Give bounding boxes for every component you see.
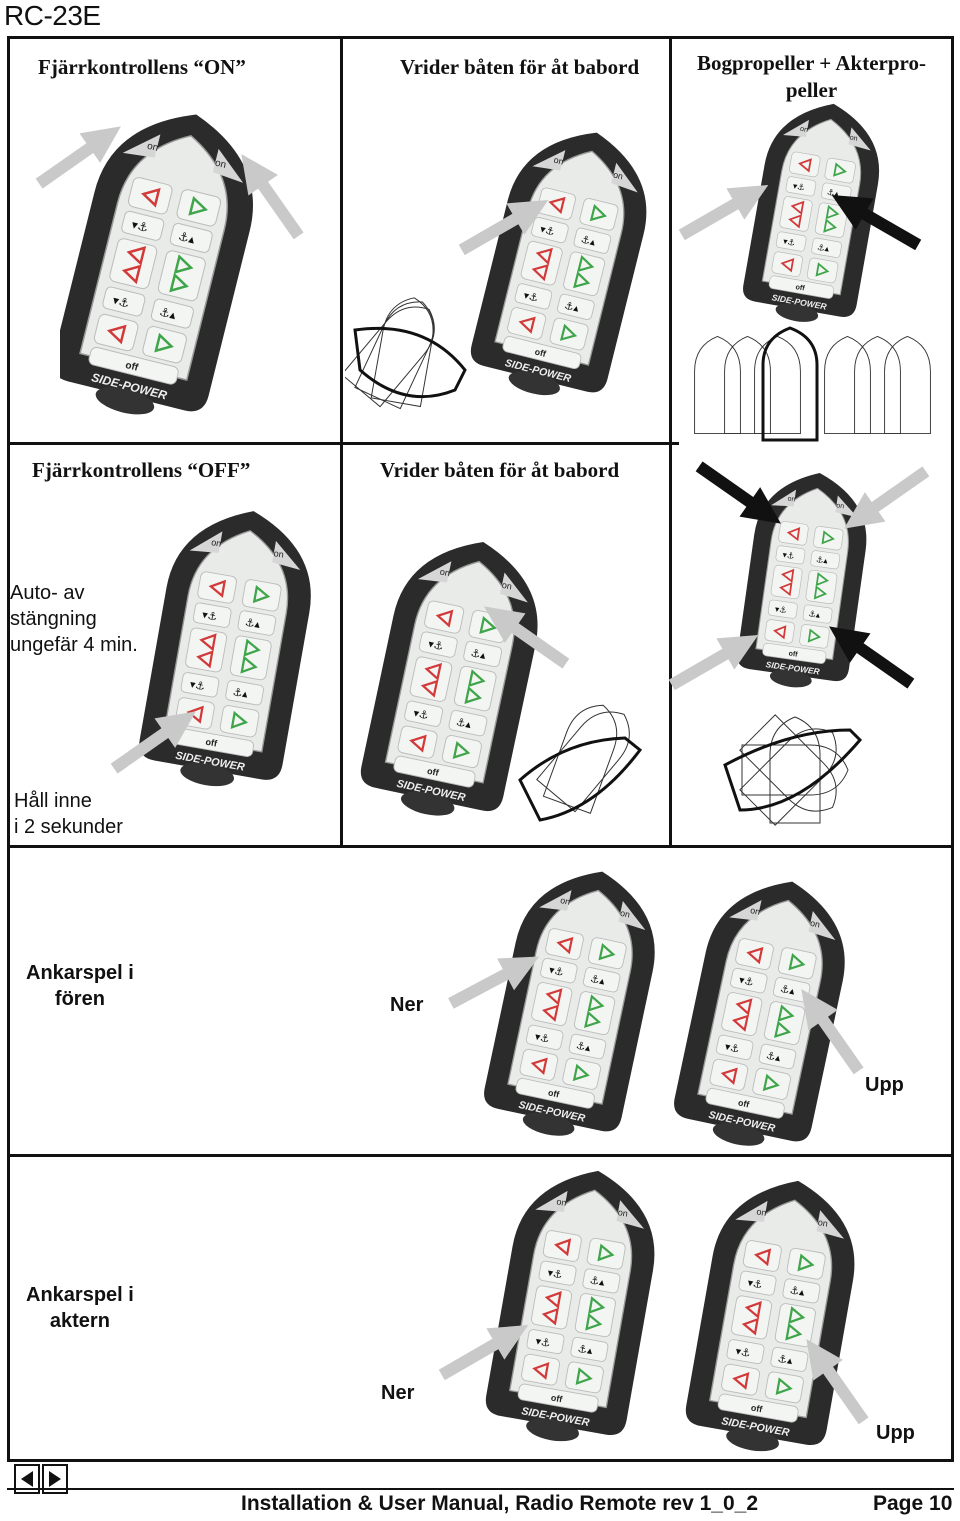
auto-off-text: Auto- av stängning ungefär 4 min. [10,580,138,658]
pointer-arrow-icon [225,145,315,245]
boat-sideways-diagram [685,320,945,450]
grid-line-h2 [7,845,954,848]
boat-rotation-diagram [345,280,475,420]
pointer-arrow-icon [790,1330,880,1430]
pointer-arrow-icon [820,180,930,260]
page-number: Page 10 [873,1492,952,1516]
grid-line-h1 [7,442,679,445]
pointer-arrow-icon [450,185,560,265]
caption-off: Fjärrkontrollens “OFF” [32,458,250,483]
pointer-arrow-icon [670,170,780,250]
caption-rotate-mid: Vrider båten för åt babord [380,458,619,483]
next-page-icon [47,1470,63,1488]
boat-spin-diagram [710,700,880,840]
pointer-arrow-icon [660,620,770,700]
grid-line-v2 [669,36,672,846]
hold-text: Håll inne i 2 sekunder [14,788,123,840]
grid-line-h3 [7,1154,954,1157]
prev-page-icon [19,1470,35,1488]
remote-stern-anchor-down [480,1160,670,1445]
bow-anchor-text: Ankarspel i fören [26,960,134,1012]
pointer-arrow-icon [685,455,795,535]
doc-title: RC-23E [4,0,101,32]
down-label-2: Ner [381,1380,414,1406]
down-label-1: Ner [390,992,423,1018]
pointer-arrow-icon [470,590,580,680]
pointer-arrow-icon [430,1310,540,1390]
boat-rotation-diagram-2 [515,690,665,830]
pointer-arrow-icon [825,460,945,540]
stern-anchor-text: Ankarspel i aktern [26,1282,134,1334]
pointer-arrow-icon [815,610,925,700]
caption-rotate-top: Vrider båten för åt babord [400,55,639,80]
pointer-arrow-icon [440,940,550,1020]
pointer-arrow-icon [785,980,875,1080]
pointer-arrow-icon [25,115,135,195]
caption-on: Fjärrkontrollens “ON” [38,55,246,80]
pointer-arrow-icon [100,700,210,780]
grid-line-v1 [340,36,343,846]
footer-divider [7,1488,954,1490]
up-label-2: Upp [876,1420,915,1446]
footer-manual-title: Installation & User Manual, Radio Remote… [241,1492,758,1516]
